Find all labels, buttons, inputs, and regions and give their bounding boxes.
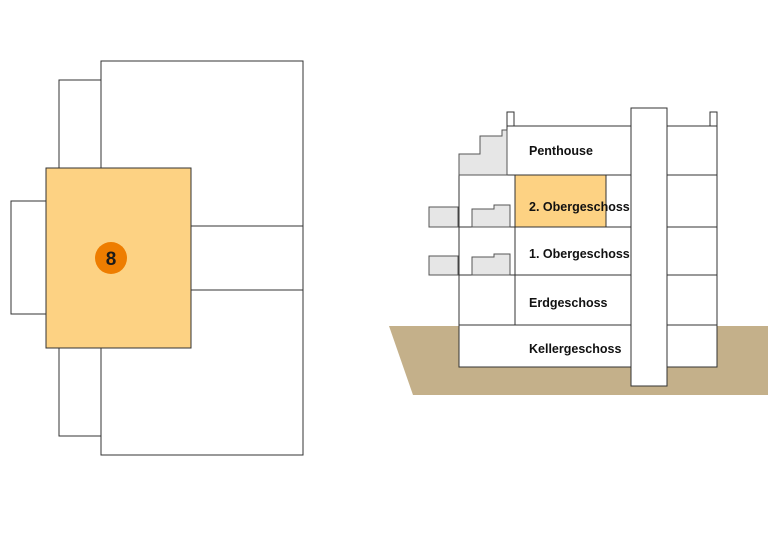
floor-penthouse	[506, 125, 718, 176]
label-2-obergeschoss: 2. Obergeschoss	[529, 200, 630, 214]
label-erdgeschoss: Erdgeschoss	[529, 296, 608, 310]
balcony-2og-outer	[428, 206, 459, 228]
terrace-stair-upper	[458, 129, 508, 176]
unit-number: 8	[106, 249, 117, 270]
label-kellergeschoss: Kellergeschoss	[529, 342, 621, 356]
balcony-1og-inner	[471, 253, 511, 276]
balcony-1og-outer	[428, 255, 459, 276]
vertical-core	[630, 107, 668, 387]
label-penthouse: Penthouse	[529, 144, 593, 158]
west-bay	[10, 200, 47, 315]
unit-number-marker	[95, 242, 127, 274]
highlighted-floor-unit	[514, 174, 607, 228]
label-1-obergeschoss: 1. Obergeschoss	[529, 247, 630, 261]
floor-plan: 8	[10, 60, 304, 456]
balcony-2og-inner	[471, 204, 511, 228]
section-view: Penthouse 2. Obergeschoss 1. Obergeschos…	[389, 107, 768, 395]
parapet-left	[506, 111, 515, 127]
parapet-right	[709, 111, 718, 127]
east-connector	[190, 225, 304, 291]
